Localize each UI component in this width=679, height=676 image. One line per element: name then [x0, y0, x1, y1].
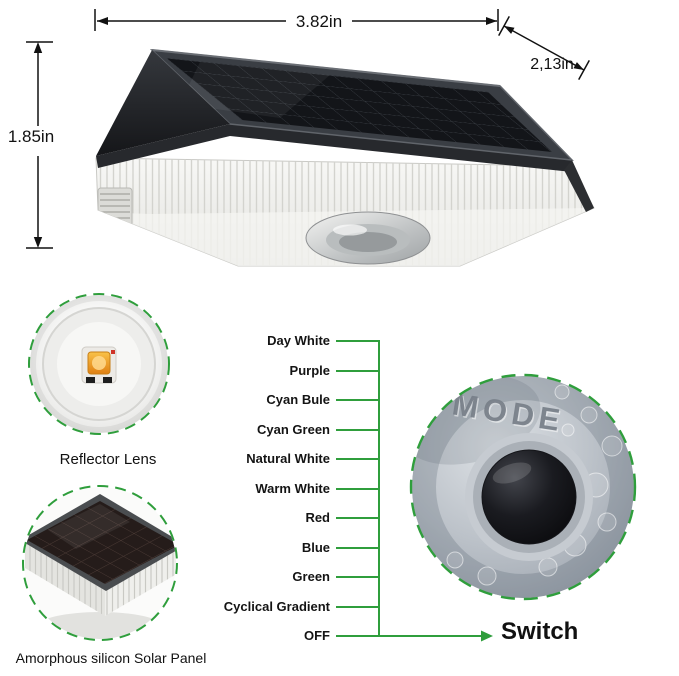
dimension-height-arrow: [26, 41, 53, 249]
mode-button: [465, 433, 593, 561]
mode-label-day-white: Day White: [267, 333, 330, 348]
left-side-face: [96, 50, 230, 156]
mode-label-natural-white: Natural White: [246, 451, 330, 466]
mode-label-cyan-bule: Cyan Bule: [266, 392, 330, 407]
solar-panel-caption: Amorphous silicon Solar Panel: [15, 650, 207, 666]
reflector-lens-caption: Reflector Lens: [59, 451, 157, 468]
mode-label-cyclical-gradient: Cyclical Gradient: [223, 599, 330, 614]
switch-callout-circle: MODE MODE: [409, 373, 637, 601]
solar-dashed-border: [22, 485, 178, 641]
switch-dashed-border: [409, 373, 637, 601]
dimension-depth-label: 2,13in: [530, 56, 574, 73]
mode-connector-lines: [336, 340, 483, 637]
right-edge-face: [564, 160, 594, 212]
mode-label-green: Green: [292, 569, 330, 584]
mode-label-off: OFF: [304, 628, 330, 643]
switch-arrow: [481, 630, 493, 642]
dimension-depth-arrow: [498, 16, 590, 80]
dimension-width-arrow: [94, 9, 499, 31]
switch-caption: Switch: [501, 618, 579, 645]
dimension-height-label: 1.85in: [8, 127, 54, 146]
led-chip: [81, 346, 117, 384]
reflector-callout-circle: [28, 293, 170, 435]
solar-panel-callout-circle: [22, 485, 178, 641]
product-photo: [95, 49, 595, 267]
mode-label-red: Red: [305, 510, 330, 525]
reflector-dashed-border: [28, 293, 170, 435]
mode-label-blue: Blue: [301, 540, 330, 555]
dimension-width-label: 3.82in: [296, 12, 342, 31]
mode-label-purple: Purple: [289, 363, 330, 378]
mode-label-cyan-green: Cyan Green: [257, 422, 330, 437]
mounting-bracket: [97, 187, 133, 233]
chrome-lens: [305, 211, 431, 265]
mode-label-warm-white: Warm White: [255, 481, 330, 496]
